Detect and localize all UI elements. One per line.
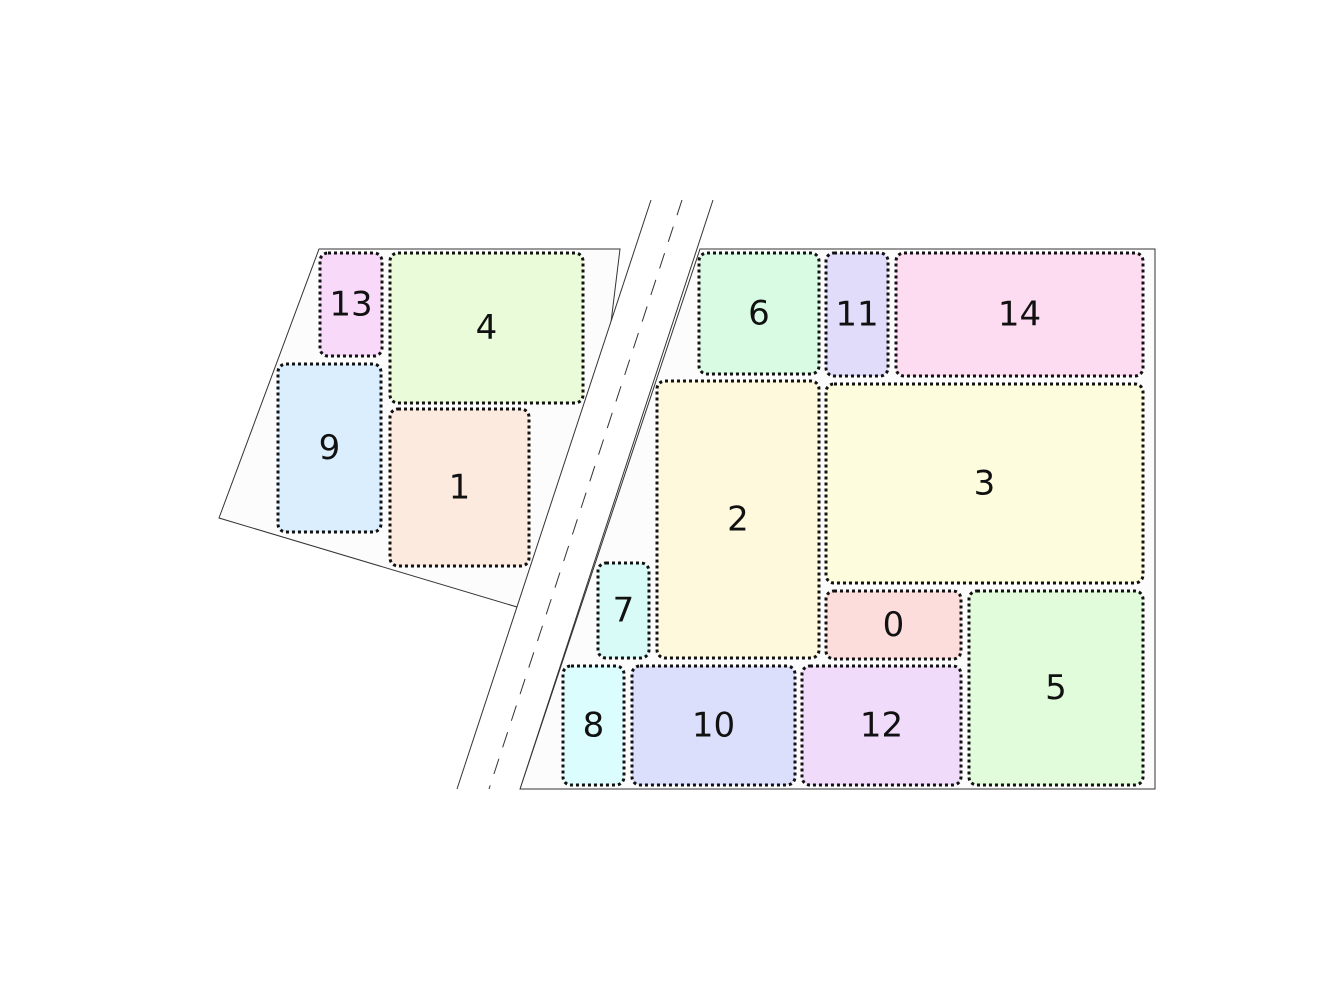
zone-5-box [967,589,1145,787]
zone-11-box [824,251,890,378]
zone-1-label: 1 [449,468,471,508]
zone-13-label: 13 [329,285,372,325]
zone-9-label: 9 [319,428,341,468]
zone-8-label: 8 [583,706,605,746]
zone-0-box [824,589,963,661]
zone-4: 4 [388,251,585,405]
road-center-line [488,199,683,790]
zone-7-label: 7 [613,591,635,631]
zone-13-box [318,251,384,358]
zone-14-label: 14 [998,295,1041,335]
zone-8: 8 [561,664,626,787]
zone-10: 10 [630,664,797,787]
road-edge-left [456,199,652,790]
zone-12-box [800,664,963,787]
zone-0-label: 0 [883,605,905,645]
zone-1: 1 [388,407,531,568]
zone-11: 11 [824,251,890,378]
zone-12: 12 [800,664,963,787]
zone-9: 9 [276,362,383,534]
zone-11-label: 11 [835,295,878,335]
zone-5: 5 [967,589,1145,787]
zone-2-box [655,379,821,660]
zone-0: 0 [824,589,963,661]
zone-14-box [894,251,1145,378]
road-edge-right [519,199,714,790]
zone-3-label: 3 [974,464,996,504]
zone-4-label: 4 [476,308,498,348]
zone-3: 3 [824,382,1145,585]
zones-layer: 13 4 9 1 6 11 14 2 3 7 0 5 8 10 12 [276,251,1145,787]
zone-9-box [276,362,383,534]
zone-6-label: 6 [748,294,770,334]
zone-2-label: 2 [727,500,749,540]
zone-3-box [824,382,1145,585]
zone-10-box [630,664,797,787]
zone-5-label: 5 [1045,668,1067,708]
zone-4-box [388,251,585,405]
zone-2: 2 [655,379,821,660]
zone-7-box [596,561,651,660]
zone-6: 6 [697,251,821,376]
zone-14: 14 [894,251,1145,378]
zone-1-box [388,407,531,568]
zone-6-box [697,251,821,376]
zone-12-label: 12 [860,706,903,746]
zone-13: 13 [318,251,384,358]
zone-7: 7 [596,561,651,660]
zone-8-box [561,664,626,787]
zone-10-label: 10 [692,706,735,746]
